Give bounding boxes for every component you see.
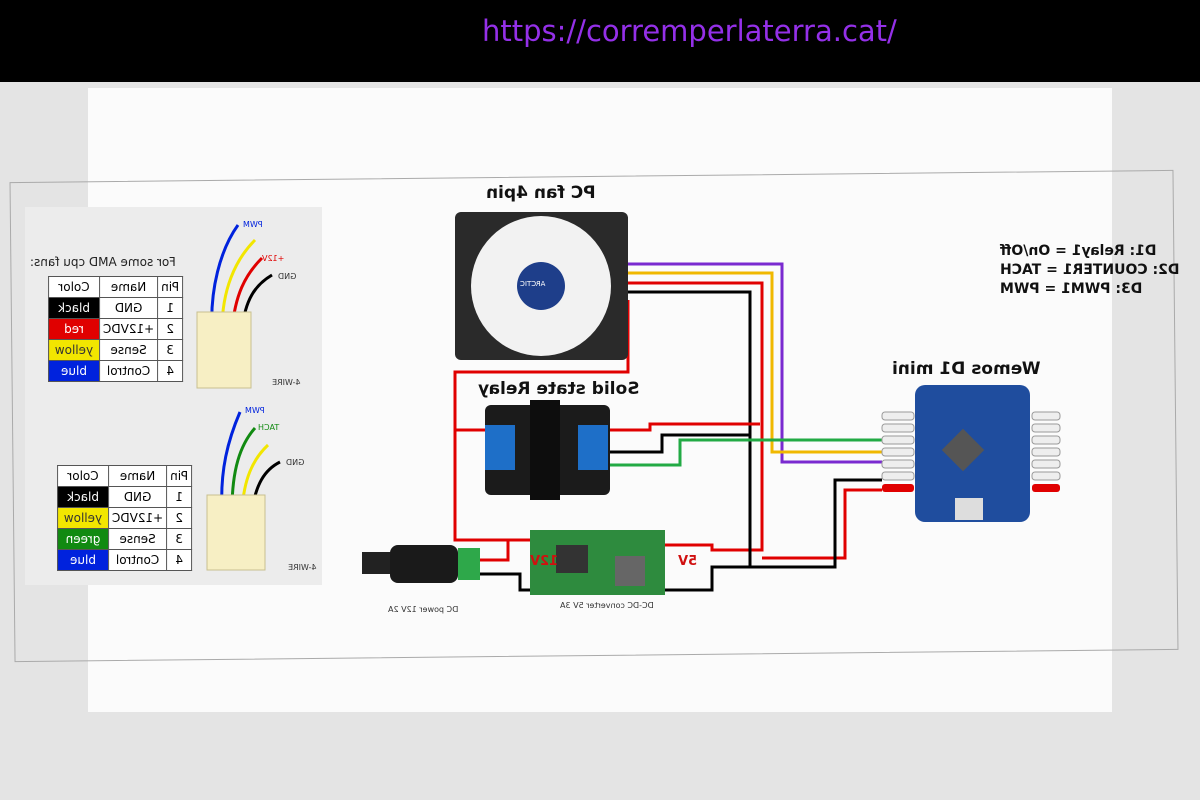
pin-map-d3: D3: PWM1 = PWM — [1000, 281, 1143, 297]
dc-dc-converter — [530, 530, 665, 595]
header-name: Name — [108, 465, 167, 487]
fan-title: PC fan 4pin — [486, 183, 596, 203]
wire-red-fan — [628, 281, 764, 552]
pin-map-d1: D1: Relay1 = On/Off — [1000, 243, 1157, 259]
solid-state-relay — [485, 400, 610, 500]
connector-label-1: 4-WIRE — [272, 378, 301, 387]
header-color: Color — [48, 276, 100, 298]
relay-title: Solid state Relay — [478, 379, 640, 399]
label-12v: 12V — [530, 554, 559, 569]
converter-label: DC-DC converter 5V 3A — [560, 601, 654, 610]
header-name: Name — [99, 276, 158, 298]
wire-red-relay — [610, 422, 760, 432]
header-pin: Pin — [166, 465, 192, 487]
wire-label-pwm-1: PWM — [243, 220, 263, 229]
connector-label-2: 4-WIRE — [288, 563, 317, 572]
wire-red-12v — [480, 540, 510, 562]
wemos-board — [881, 385, 1061, 522]
wire-label-tach-2: TACH — [258, 423, 280, 432]
pin-map-d2: D2: COUNTER1 = TACH — [1000, 262, 1180, 278]
wire-label-pwm-2: PWM — [245, 406, 265, 415]
amd-caption: For some AMD cpu fans: — [30, 255, 176, 269]
wire-black-gnd-wemos — [750, 478, 882, 569]
wire-black-relay — [610, 433, 750, 454]
wire-purple-pwm — [628, 262, 882, 464]
pin-map: D1: Relay1 = On/Off D2: COUNTER1 = TACH … — [1000, 242, 1180, 299]
label-5v: 5V — [678, 554, 698, 569]
wire-red-5v-wemos — [762, 488, 882, 560]
dc-power-jack — [362, 545, 480, 583]
url-text[interactable]: https://corremperlaterra.cat/ — [482, 14, 897, 48]
connector-1 — [196, 311, 252, 389]
wire-black-fan — [628, 290, 752, 592]
wire-green-relay — [610, 438, 882, 467]
wire-red-loop — [453, 428, 530, 542]
dc-power-label: DC power 12V 2A — [388, 605, 459, 614]
connector-2 — [206, 494, 266, 571]
wemos-title: Wemos D1 mini — [892, 359, 1041, 379]
wire-black-12v — [480, 572, 530, 592]
top-bar: https://corremperlaterra.cat/ — [0, 0, 1200, 82]
fan-brand: ARCTIC — [520, 280, 546, 288]
wire-label-gnd-1: GND — [278, 272, 297, 281]
wire-label-gnd-2: GND — [286, 458, 305, 467]
pc-fan — [455, 212, 628, 360]
header-color: Color — [57, 465, 109, 487]
header-pin: Pin — [157, 276, 183, 298]
wire-yellow-tach — [628, 271, 882, 454]
wire-label-12v-1: +12V — [262, 254, 285, 263]
